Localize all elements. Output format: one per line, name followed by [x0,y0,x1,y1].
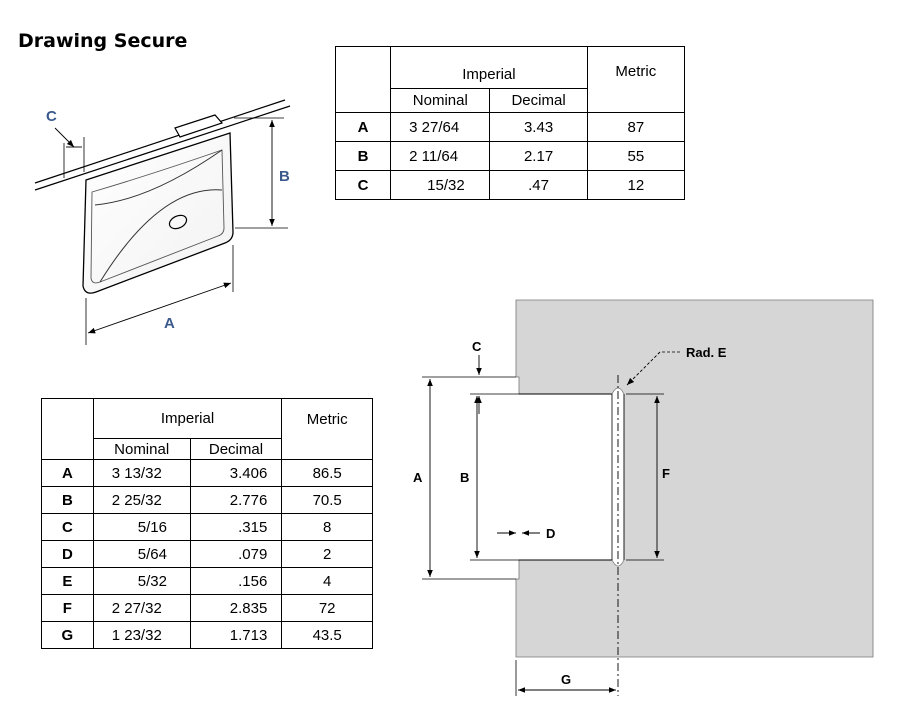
nominal-cell: 1 23/32 [92,621,191,649]
table-row: A 3 13/32 3.406 86.5 [41,459,373,487]
dimension-a-line [87,282,232,334]
table-row: F 2 27/32 2.835 72 [41,594,373,622]
page-title: Drawing Secure [18,30,188,52]
table-row: B 2 25/32 2.776 70.5 [41,486,373,514]
table-row: E 5/32 .156 4 [41,567,373,595]
cutout-dimension-a-label: A [413,470,423,485]
header-decimal: Decimal [489,88,588,113]
nominal-cell: 3 27/64 [390,112,491,142]
rail-line-bottom [34,105,291,191]
nominal-cell: 2 25/32 [92,486,191,514]
table-row: A 3 27/64 3.43 87 [334,112,686,142]
decimal-cell: .315 [189,513,283,541]
decimal-cell: 2.776 [189,486,283,514]
row-label: E [41,567,94,595]
row-label: C [334,170,392,200]
plate-tab [174,114,224,138]
cutout-dimension-f-label: F [662,466,670,481]
header-metric: Metric [586,46,686,113]
metric-cell: 70.5 [281,486,373,514]
dimension-c-label: C [46,108,57,125]
nominal-cell: 5/32 [92,567,191,595]
cutout-dimension-b-label: B [460,470,469,485]
decimal-cell: .47 [489,170,588,200]
header-nominal: Nominal [390,88,491,113]
metric-cell: 12 [586,170,686,200]
nominal-cell: 2 11/64 [390,141,491,171]
dimension-c-leader [54,127,75,148]
rail-line-top [34,99,286,184]
logo-icon [168,214,188,230]
dimension-table-2: Imperial Metric Nominal Decimal A 3 13/3… [41,398,373,649]
row-label: C [41,513,94,541]
plate-curve-1 [94,149,223,206]
row-label: A [41,459,94,487]
plate-body [82,132,234,294]
header-imperial: Imperial [390,46,588,89]
cutout-dimension-c-label: C [472,339,482,354]
decimal-cell: 3.43 [489,112,588,142]
radius-e-leader [626,351,661,386]
plate-curve-2 [99,189,223,283]
mounting-panel [515,299,874,658]
radius-e-label: Rad. E [686,345,727,360]
table-corner-cell [334,46,392,113]
dimension-b-label: B [279,168,290,185]
cutout-drawing: A B C D F G Rad. E [413,299,874,696]
cutout-dimension-d-label: D [546,526,555,541]
dimension-table-1: Imperial Metric Nominal Decimal A 3 27/6… [334,46,686,200]
decimal-cell: 3.406 [189,459,283,487]
decimal-cell: 1.713 [189,621,283,649]
nominal-cell: 5/16 [92,513,191,541]
table-row: C 15/32 .47 12 [334,170,686,200]
header-decimal: Decimal [189,438,283,460]
metric-cell: 86.5 [281,459,373,487]
row-label: A [334,112,392,142]
metric-cell: 2 [281,540,373,568]
cutout-dimension-g-label: G [561,672,571,687]
plate-bevel [90,149,225,284]
dimension-a-label: A [164,315,175,332]
table-corner-cell [41,398,94,460]
nominal-cell: 15/32 [390,170,491,200]
decimal-cell: .079 [189,540,283,568]
metric-cell: 4 [281,567,373,595]
product-drawing: A B C [34,99,291,345]
metric-cell: 43.5 [281,621,373,649]
table-row: G 1 23/32 1.713 43.5 [41,621,373,649]
row-label: F [41,594,94,622]
header-metric: Metric [281,398,373,460]
nominal-cell: 2 27/32 [92,594,191,622]
